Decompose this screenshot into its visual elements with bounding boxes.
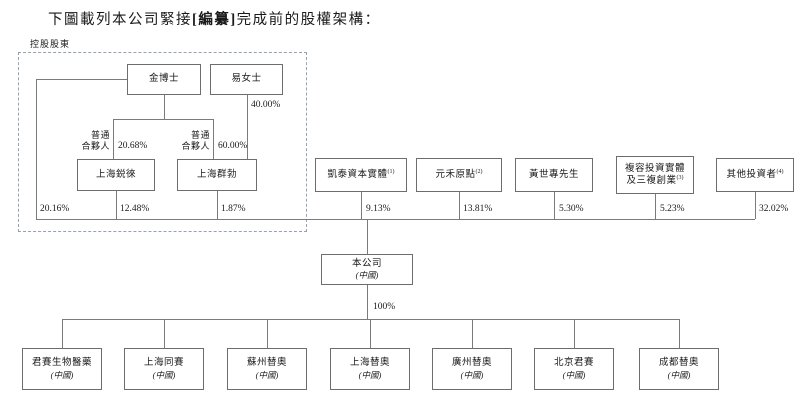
node-subsidiary-chengdu-tiao: 成都替奧 (中國) xyxy=(639,348,719,390)
pct-yuanhe-direct: 13.81% xyxy=(463,204,493,214)
node-furong-line1: 複容投資實體 xyxy=(624,163,685,174)
subsidiary-name: 上海替奧 xyxy=(349,358,390,369)
pct-jin-direct: 20.16% xyxy=(40,204,70,214)
node-ms-yi: 易女士 xyxy=(210,64,283,95)
node-other-investors: 其他投資者(4) xyxy=(716,158,794,192)
pct-huang-direct: 5.30% xyxy=(559,204,584,214)
node-shanghai-ruilai: 上海鋭徠 xyxy=(77,159,155,191)
node-company: 本公司 (中國) xyxy=(321,254,413,285)
subsidiary-country: (中國) xyxy=(255,369,279,380)
subsidiary-country: (中國) xyxy=(667,369,691,380)
node-shanghai-qunbo: 上海群勃 xyxy=(177,159,257,191)
footnote-3: (3) xyxy=(676,174,684,181)
footnote-2: (2) xyxy=(475,168,483,175)
page-title: 下圖載列本公司緊接[編纂]完成前的股權架構： xyxy=(48,8,381,29)
connector-company-down xyxy=(367,285,368,319)
pct-yi-to-qunbo: 40.00% xyxy=(251,100,281,110)
node-other-label: 其他投資者(4) xyxy=(726,168,784,180)
node-dr-jin-label: 金博士 xyxy=(148,74,179,85)
node-subsidiary-guangzhou-tiao: 廣州替奧 (中國) xyxy=(432,348,512,390)
pct-jin-to-qunbo: 60.00% xyxy=(218,141,248,151)
connector-huang-down xyxy=(554,192,555,219)
connector-yuanhe-down xyxy=(459,192,460,219)
node-subsidiary-shanghai-tongsai: 上海同賽 (中國) xyxy=(124,348,204,390)
connector-jin-left-v xyxy=(36,79,37,219)
footnote-1: (1) xyxy=(387,168,395,175)
node-dr-jin: 金博士 xyxy=(127,64,201,95)
node-ms-yi-label: 易女士 xyxy=(231,74,262,85)
subsidiary-name: 上海同賽 xyxy=(143,358,184,369)
node-subsidiary-shanghai-tiao: 上海替奧 (中國) xyxy=(330,348,410,390)
connector-kaitai-down xyxy=(361,192,362,219)
node-mr-huang-label: 黃世專先生 xyxy=(528,169,579,180)
subsidiary-name: 蘇州替奧 xyxy=(246,358,287,369)
node-yuanhe-origin: 元禾原點(2) xyxy=(416,158,502,192)
connector-yi-to-qunbo xyxy=(247,95,248,159)
node-subsidiary-junsai-bio: 君賽生物醫藥 (中國) xyxy=(22,348,102,390)
connector-sub4-down xyxy=(370,319,371,348)
label-gp2-line2: 合夥人 xyxy=(181,141,210,152)
footnote-4: (4) xyxy=(776,168,784,175)
label-general-partner-2: 普通 合夥人 xyxy=(172,130,210,153)
pct-jin-to-ruilai: 20.68% xyxy=(118,141,148,151)
connector-bus-to-company xyxy=(367,219,368,254)
subsidiary-name: 成都替奧 xyxy=(658,358,699,369)
connector-ruilai-down xyxy=(116,191,117,219)
node-kaitai-capital: 凱泰資本實體(1) xyxy=(315,158,407,192)
node-company-label: 本公司 xyxy=(351,258,382,269)
connector-jin-left-h xyxy=(36,79,127,80)
pct-ruilai-direct: 12.48% xyxy=(120,204,150,214)
connector-shareholders-bus xyxy=(36,219,755,220)
connector-jin-to-ruilai xyxy=(113,119,114,159)
connector-sub3-down xyxy=(267,319,268,348)
subsidiary-country: (中國) xyxy=(562,369,586,380)
node-shanghai-qunbo-label: 上海群勃 xyxy=(196,169,237,180)
connector-jin-to-qunbo xyxy=(213,119,214,159)
connector-other-down xyxy=(755,192,756,219)
pct-furong-direct: 5.23% xyxy=(660,204,685,214)
connector-jin-split-h xyxy=(113,119,213,120)
title-post: 完成前的股權架構： xyxy=(236,12,381,28)
label-gp1-line1: 普通 xyxy=(90,130,110,140)
pct-company-to-subs: 100% xyxy=(373,302,396,312)
node-shanghai-ruilai-label: 上海鋭徠 xyxy=(95,169,136,180)
node-mr-huang: 黃世專先生 xyxy=(515,158,593,192)
subsidiary-name: 君賽生物醫藥 xyxy=(31,358,92,369)
subsidiary-name: 廣州替奧 xyxy=(451,358,492,369)
connector-furong-down xyxy=(655,194,656,219)
subsidiary-country: (中國) xyxy=(152,369,176,380)
connector-sub1-down xyxy=(62,319,63,348)
subsidiary-country: (中國) xyxy=(460,369,484,380)
node-kaitai-label: 凱泰資本實體(1) xyxy=(327,168,395,180)
label-gp1-line2: 合夥人 xyxy=(81,141,110,152)
controlling-shareholders-label: 控股股東 xyxy=(30,39,71,49)
controlling-shareholders-group-box xyxy=(18,52,307,232)
node-furong-investors: 複容投資實體 及三複創業(3) xyxy=(616,156,694,194)
node-company-country: (中國) xyxy=(355,270,379,281)
node-furong-line2: 及三複創業(3) xyxy=(626,174,684,186)
subsidiary-country: (中國) xyxy=(50,369,74,380)
node-subsidiary-suzhou-tiao: 蘇州替奧 (中國) xyxy=(227,348,307,390)
connector-jin-down xyxy=(164,95,165,119)
subsidiary-name: 北京君賽 xyxy=(553,358,594,369)
connector-sub2-down xyxy=(164,319,165,348)
connector-sub5-down xyxy=(472,319,473,348)
subsidiary-country: (中國) xyxy=(358,369,382,380)
node-yuanhe-label: 元禾原點(2) xyxy=(435,168,483,180)
connector-sub7-down xyxy=(679,319,680,348)
title-pre: 下圖載列本公司緊接 xyxy=(48,12,192,28)
pct-kaitai-direct: 9.13% xyxy=(366,204,391,214)
connector-sub6-down xyxy=(574,319,575,348)
pct-qunbo-direct: 1.87% xyxy=(221,204,246,214)
pct-other-direct: 32.02% xyxy=(759,204,789,214)
connector-qunbo-down xyxy=(217,191,218,219)
label-general-partner-1: 普通 合夥人 xyxy=(72,130,110,153)
node-subsidiary-beijing-junsai: 北京君賽 (中國) xyxy=(534,348,614,390)
title-redacted: [編纂] xyxy=(192,12,237,28)
label-gp2-line1: 普通 xyxy=(190,130,210,140)
